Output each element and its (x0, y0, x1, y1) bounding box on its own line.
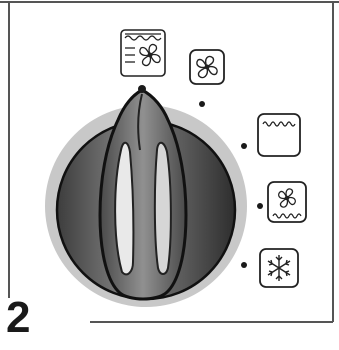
knob-grip-highlight-left (115, 143, 133, 275)
mode-dot (241, 262, 247, 268)
knob-pointer (138, 85, 146, 93)
top-heater-icon[interactable] (258, 114, 300, 156)
fan-with-bottom-heater-icon[interactable] (268, 182, 306, 222)
knob-grip-highlight-right (155, 143, 171, 274)
fan-icon[interactable] (190, 50, 224, 84)
step-number: 2 (6, 296, 30, 340)
mode-dot (199, 101, 205, 107)
fan-with-rear-heater-icon (121, 30, 165, 76)
mode-dot (257, 203, 263, 209)
mode-dot (241, 143, 247, 149)
defrost-snowflake-icon[interactable] (260, 249, 298, 287)
